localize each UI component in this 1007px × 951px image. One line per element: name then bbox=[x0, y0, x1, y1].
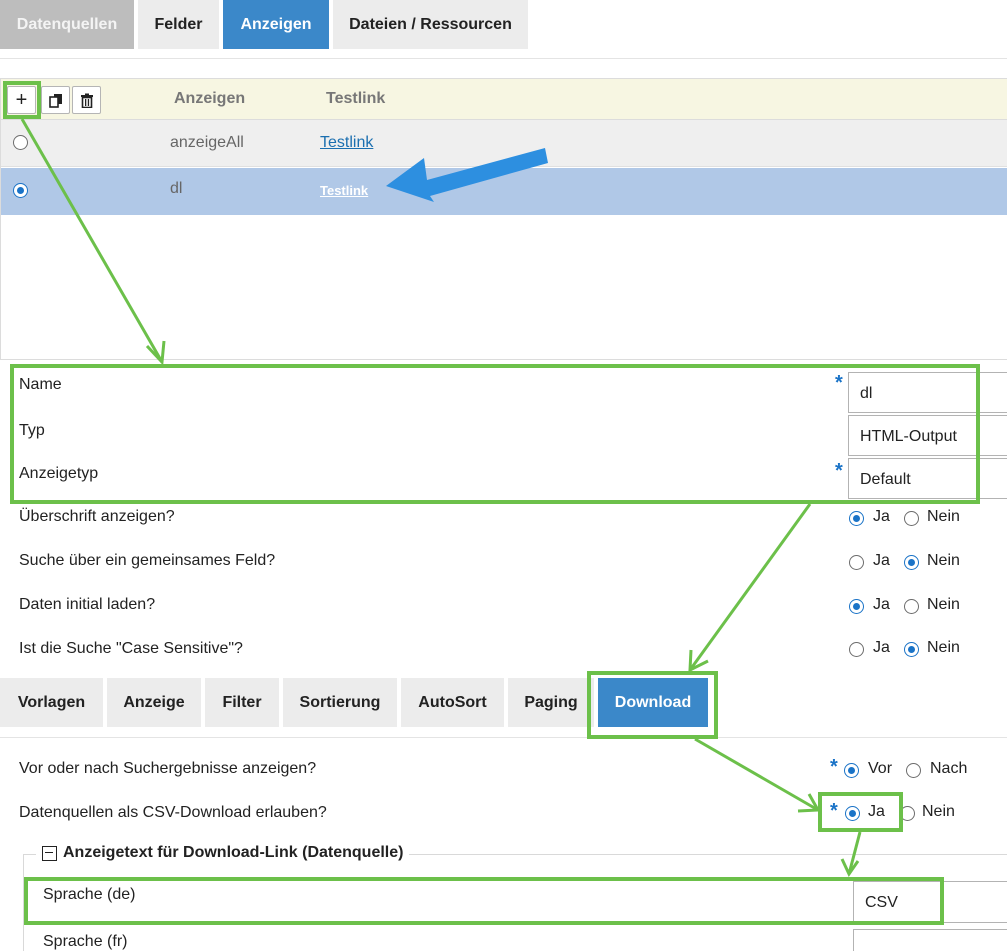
anzeigetyp-field[interactable]: Default bbox=[848, 458, 1007, 499]
typ-field[interactable]: HTML-Output bbox=[848, 415, 1007, 456]
add-button[interactable]: + bbox=[7, 86, 36, 114]
tab-felder[interactable]: Felder bbox=[138, 0, 219, 49]
tab-vorlagen[interactable]: Vorlagen bbox=[0, 678, 103, 727]
no-radio[interactable] bbox=[904, 642, 919, 657]
tab-paging[interactable]: Paging bbox=[508, 678, 594, 727]
required-mark: * bbox=[830, 756, 838, 778]
no-label: Nein bbox=[927, 596, 960, 613]
before-label: Vor bbox=[868, 760, 893, 777]
yes-label: Ja bbox=[873, 508, 890, 525]
question-label: Suche über ein gemeinsames Feld? bbox=[19, 552, 276, 569]
no-label: Nein bbox=[927, 639, 960, 656]
yes-radio[interactable] bbox=[849, 599, 864, 614]
question-label: Daten initial laden? bbox=[19, 596, 156, 613]
lang-de-label: Sprache (de) bbox=[43, 886, 136, 903]
tab-filter[interactable]: Filter bbox=[205, 678, 279, 727]
question-label: Ist die Suche "Case Sensitive"? bbox=[19, 640, 243, 657]
testlink-link[interactable]: Testlink bbox=[320, 183, 369, 198]
copy-button[interactable] bbox=[41, 86, 70, 114]
required-mark: * bbox=[835, 460, 843, 482]
after-label: Nach bbox=[930, 760, 968, 777]
column-header-testlink[interactable]: Testlink bbox=[326, 90, 386, 107]
yes-radio[interactable] bbox=[849, 642, 864, 657]
question-label: Überschrift anzeigen? bbox=[19, 508, 175, 525]
displays-grid: + Anzeigen Testlink anzeigeAll Testlink … bbox=[0, 78, 1007, 360]
tab-sortierung[interactable]: Sortierung bbox=[283, 678, 397, 727]
csv-no-label: Nein bbox=[922, 803, 955, 820]
no-radio[interactable] bbox=[904, 555, 919, 570]
anzeigetyp-label: Anzeigetyp bbox=[19, 465, 99, 482]
lang-fr-field[interactable] bbox=[853, 929, 1007, 951]
yes-label: Ja bbox=[873, 639, 890, 656]
fieldset-legend[interactable]: Anzeigetext für Download-Link (Datenquel… bbox=[36, 844, 410, 862]
tab-dateien-ressourcen[interactable]: Dateien / Ressourcen bbox=[333, 0, 528, 49]
sub-tab-divider bbox=[0, 737, 1007, 738]
csv-yes-label: Ja bbox=[868, 803, 885, 820]
fieldset-title: Anzeigetext für Download-Link (Datenquel… bbox=[63, 844, 404, 861]
tab-download[interactable]: Download bbox=[598, 678, 708, 727]
row-name: dl bbox=[170, 180, 183, 197]
name-field[interactable]: dl bbox=[848, 372, 1007, 413]
tab-autosort[interactable]: AutoSort bbox=[401, 678, 504, 727]
copy-icon bbox=[48, 93, 62, 108]
csv-no-radio[interactable] bbox=[900, 806, 915, 821]
after-radio[interactable] bbox=[906, 763, 921, 778]
row-select-radio[interactable] bbox=[13, 183, 28, 198]
yes-label: Ja bbox=[873, 596, 890, 613]
download-link-fieldset bbox=[23, 854, 1007, 951]
table-row[interactable]: anzeigeAll Testlink bbox=[1, 120, 1007, 167]
yes-label: Ja bbox=[873, 552, 890, 569]
grid-header: + Anzeigen Testlink bbox=[1, 79, 1007, 120]
lang-de-field[interactable]: CSV bbox=[853, 881, 1007, 923]
delete-button[interactable] bbox=[72, 86, 101, 114]
top-tab-divider bbox=[0, 58, 1007, 59]
no-label: Nein bbox=[927, 552, 960, 569]
no-radio[interactable] bbox=[904, 599, 919, 614]
tab-anzeigen[interactable]: Anzeigen bbox=[223, 0, 329, 49]
before-radio[interactable] bbox=[844, 763, 859, 778]
column-header-anzeigen[interactable]: Anzeigen bbox=[174, 90, 246, 107]
csv-yes-radio[interactable] bbox=[845, 806, 860, 821]
required-mark: * bbox=[835, 372, 843, 394]
yes-radio[interactable] bbox=[849, 555, 864, 570]
tab-datenquellen[interactable]: Datenquellen bbox=[0, 0, 134, 49]
name-label: Name bbox=[19, 376, 62, 393]
row-name: anzeigeAll bbox=[170, 134, 244, 151]
collapse-icon[interactable] bbox=[42, 845, 57, 861]
position-label: Vor oder nach Suchergebnisse anzeigen? bbox=[19, 760, 317, 777]
table-row[interactable]: dl Testlink bbox=[1, 168, 1007, 215]
trash-icon bbox=[80, 93, 93, 108]
required-mark: * bbox=[830, 800, 838, 822]
lang-fr-label: Sprache (fr) bbox=[43, 933, 128, 950]
row-select-radio[interactable] bbox=[13, 135, 28, 150]
plus-icon: + bbox=[15, 89, 28, 111]
no-label: Nein bbox=[927, 508, 960, 525]
typ-label: Typ bbox=[19, 422, 45, 439]
csv-download-label: Datenquellen als CSV-Download erlauben? bbox=[19, 804, 327, 821]
yes-radio[interactable] bbox=[849, 511, 864, 526]
tab-anzeige[interactable]: Anzeige bbox=[107, 678, 201, 727]
testlink-link[interactable]: Testlink bbox=[320, 134, 374, 151]
no-radio[interactable] bbox=[904, 511, 919, 526]
